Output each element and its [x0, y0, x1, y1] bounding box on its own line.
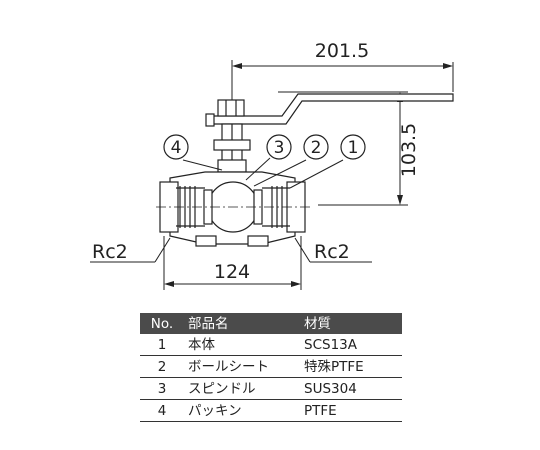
dimension-height-label: 103.5	[398, 123, 420, 177]
row-part-name: パッキン	[184, 399, 300, 422]
dimension-width-label: 124	[214, 261, 250, 283]
table-row: 3 スピンドル SUS304	[140, 377, 402, 400]
dimension-length-label: 201.5	[315, 40, 369, 62]
table-row: 4 パッキン PTFE	[140, 399, 402, 422]
thread-leaders	[90, 237, 372, 263]
callout-4-label: 4	[171, 138, 182, 158]
row-no: 2	[140, 355, 184, 378]
header-no: No.	[140, 313, 184, 334]
table-row: 1 本体 SCS13A	[140, 334, 402, 356]
callout-leaders	[182, 157, 344, 189]
spindle	[213, 123, 251, 173]
header-material: 材質	[300, 313, 402, 334]
row-material: SUS304	[300, 377, 402, 400]
row-material: PTFE	[300, 399, 402, 422]
thread-right-label: Rc2	[314, 241, 350, 263]
thread-left-label: Rc2	[92, 241, 128, 263]
row-part-name: 本体	[184, 334, 300, 356]
parts-table-header: No. 部品名 材質	[140, 313, 402, 334]
valve-body	[159, 171, 306, 247]
header-part-name: 部品名	[184, 313, 300, 334]
row-part-name: ボールシート	[184, 355, 300, 378]
lever-handle	[205, 93, 454, 127]
dimension-width	[163, 236, 302, 290]
valve-drawing: 201.5 103.5	[90, 40, 454, 290]
callout-1-label: 1	[348, 138, 359, 158]
row-no: 3	[140, 377, 184, 400]
row-material: 特殊PTFE	[300, 355, 402, 378]
parts-table: No. 部品名 材質 1 本体 SCS13A 2 ボールシート 特殊PTFE 3…	[140, 313, 402, 422]
row-no: 4	[140, 399, 184, 422]
callout-3-label: 3	[274, 138, 285, 158]
callout-2: 2	[303, 134, 329, 160]
callout-1: 1	[340, 134, 366, 160]
row-material: SCS13A	[300, 334, 402, 356]
callout-4: 4	[163, 134, 189, 160]
callout-3: 3	[266, 134, 292, 160]
callout-2-label: 2	[311, 138, 322, 158]
table-row: 2 ボールシート 特殊PTFE	[140, 355, 402, 378]
row-no: 1	[140, 334, 184, 356]
row-part-name: スピンドル	[184, 377, 300, 400]
